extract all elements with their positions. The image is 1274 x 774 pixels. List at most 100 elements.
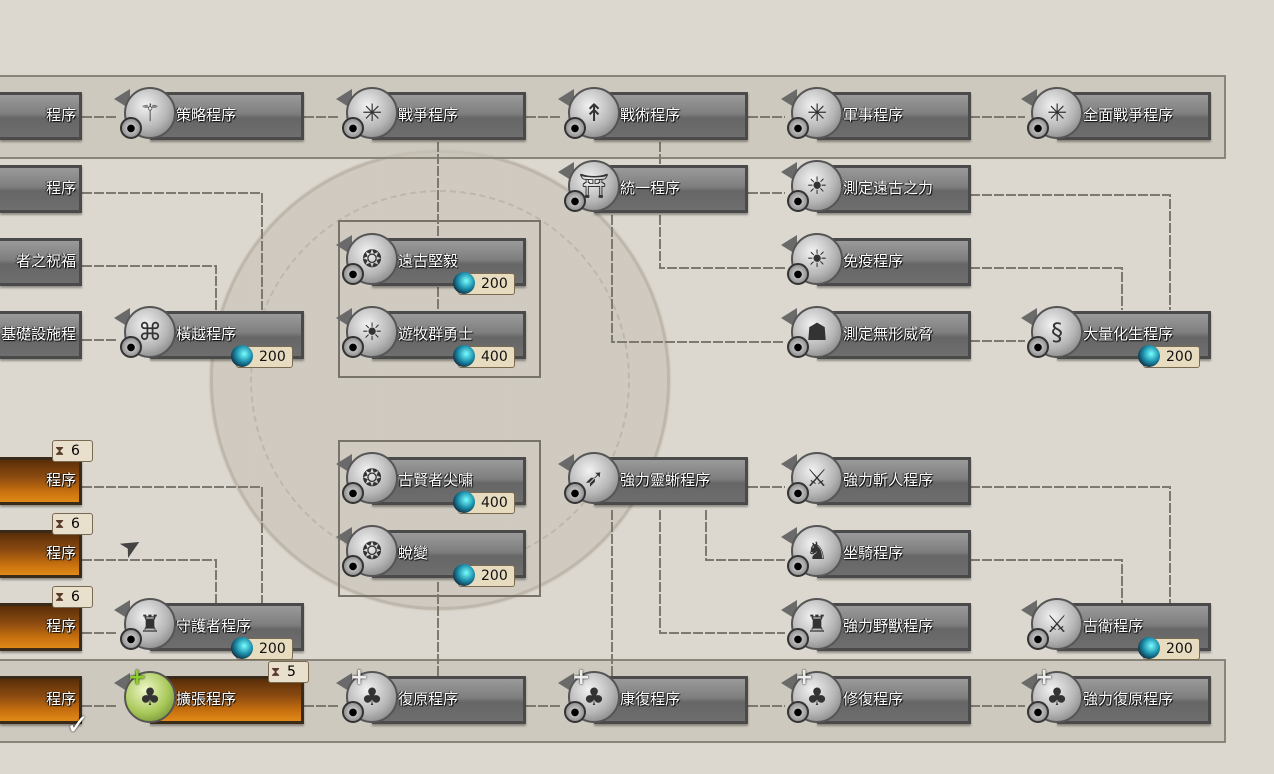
tech-node-box [0, 311, 82, 359]
tech-node-partial[interactable]: 程序⧗6 [0, 586, 118, 658]
tech-node-label: 康復程序 [620, 690, 681, 708]
tech-group-frame [338, 440, 541, 597]
tech-node[interactable]: ♣+●修復程序 [781, 665, 971, 731]
padlock-icon: ● [564, 117, 586, 139]
cost-value: 200 [481, 276, 508, 292]
plus-icon: + [1035, 665, 1054, 690]
tech-node-label: 程序 [45, 106, 76, 124]
tech-node-label: 坐騎程序 [843, 544, 904, 562]
connector-arrow [659, 215, 785, 269]
cost-value: 200 [259, 349, 286, 365]
padlock-icon: ● [1027, 701, 1049, 723]
tech-node-box [0, 457, 82, 505]
padlock-icon: ● [342, 263, 364, 285]
padlock-icon: ● [1027, 336, 1049, 358]
tech-node[interactable]: ✳●軍事程序 [781, 87, 971, 147]
tech-node-label: 橫越程序 [176, 325, 237, 343]
connector-arrow [705, 510, 785, 561]
tech-node[interactable]: ♣+●強力復原程序 [1021, 665, 1211, 731]
tech-node[interactable]: ♣+●復原程序 [336, 665, 526, 731]
tech-node-label: 遠古堅毅 [398, 252, 459, 270]
tech-node-label: 大量化生程序 [1083, 325, 1174, 343]
cost-value: 400 [481, 495, 508, 511]
padlock-icon: ● [787, 628, 809, 650]
connector-arrow [659, 510, 785, 634]
tech-node-partial[interactable]: 基礎設施程 [0, 306, 118, 366]
padlock-icon: ● [787, 701, 809, 723]
tech-node-box [0, 676, 82, 724]
tech-node[interactable]: ⚔●強力斬人程序 [781, 452, 971, 512]
cost-value: 200 [1166, 641, 1193, 657]
tech-node-box [0, 92, 82, 140]
turns-value: 6 [71, 516, 80, 532]
plus-icon: + [128, 665, 147, 690]
research-cost-badge: 200 [453, 564, 515, 587]
tech-node-label: 程序 [45, 179, 76, 197]
tech-node[interactable]: ⚚●策略程序 [114, 87, 304, 147]
tech-node[interactable]: ☀●免疫程序 [781, 233, 971, 293]
tech-node-label: 測定遠古之力 [843, 179, 934, 197]
tech-node[interactable]: ☀●測定遠古之力 [781, 160, 971, 220]
serpent-icon: § [1031, 306, 1083, 358]
tech-node[interactable]: ♣+擴張程序⧗5 [114, 661, 309, 731]
tech-node[interactable]: ⛩●統一程序 [558, 160, 748, 220]
researched-checkmark-icon: ✓ [66, 708, 90, 741]
tech-node[interactable]: ✳●全面戰爭程序 [1021, 87, 1211, 147]
sun-icon: ☀ [791, 160, 843, 212]
cost-value: 400 [481, 349, 508, 365]
tech-node-label: 遊牧群勇士 [398, 325, 474, 343]
tech-node[interactable]: ➶●強力靈蜥程序 [558, 452, 748, 512]
padlock-icon: ● [342, 482, 364, 504]
tech-node-partial[interactable]: 程序 [0, 160, 118, 220]
tech-node-partial[interactable]: 程序 [0, 87, 118, 147]
tech-node[interactable]: ✳●戰爭程序 [336, 87, 526, 147]
research-turns-badge: ⧗6 [52, 513, 93, 535]
tech-node[interactable]: ♣+●康復程序 [558, 665, 748, 731]
research-point-gem-icon [231, 637, 253, 659]
turns-value: 5 [287, 664, 296, 680]
dinosaur-icon: ♣ [124, 671, 176, 723]
tech-node[interactable]: ♞●坐騎程序 [781, 525, 971, 585]
connector-arrow [970, 194, 1171, 310]
tech-node-label: 修復程序 [843, 690, 904, 708]
research-point-gem-icon [453, 491, 475, 513]
tech-node-box [817, 457, 971, 505]
tech-node-label: 強力野獸程序 [843, 617, 934, 635]
research-turns-badge: ⧗5 [268, 661, 309, 683]
tech-node-partial[interactable]: 程序⧗6 [0, 440, 118, 512]
connector-arrow [82, 265, 217, 310]
research-cost-badge: 400 [453, 345, 515, 368]
tech-node-partial[interactable]: 程序⧗6 [0, 513, 118, 585]
connector-arrow [611, 215, 785, 343]
padlock-icon: ● [120, 336, 142, 358]
tech-node-partial[interactable]: 者之祝福 [0, 233, 118, 293]
padlock-icon: ● [120, 628, 142, 650]
tech-node-label: 古衛程序 [1083, 617, 1144, 635]
tech-node[interactable]: ↟●戰術程序 [558, 87, 748, 147]
tech-node-label: 蛻變 [398, 544, 429, 562]
tech-node-label: 戰術程序 [620, 106, 681, 124]
tech-node-label: 復原程序 [398, 690, 459, 708]
tech-node[interactable]: ☗●測定無形威脅 [781, 306, 971, 366]
tech-node-label: 免疫程序 [843, 252, 904, 270]
turns-value: 6 [71, 589, 80, 605]
tech-node-partial[interactable]: 程序 [0, 671, 118, 731]
connector-arrow [970, 559, 1123, 603]
connector-arrow [82, 192, 263, 310]
tech-node[interactable]: ♜●強力野獸程序 [781, 598, 971, 658]
research-cost-badge: 200 [453, 272, 515, 295]
tech-node-label: 基礎設施程 [0, 325, 76, 343]
padlock-icon: ● [1027, 117, 1049, 139]
beast-icon: ♜ [124, 598, 176, 650]
tech-node-box [0, 238, 82, 286]
research-cost-badge: 200 [231, 637, 293, 660]
